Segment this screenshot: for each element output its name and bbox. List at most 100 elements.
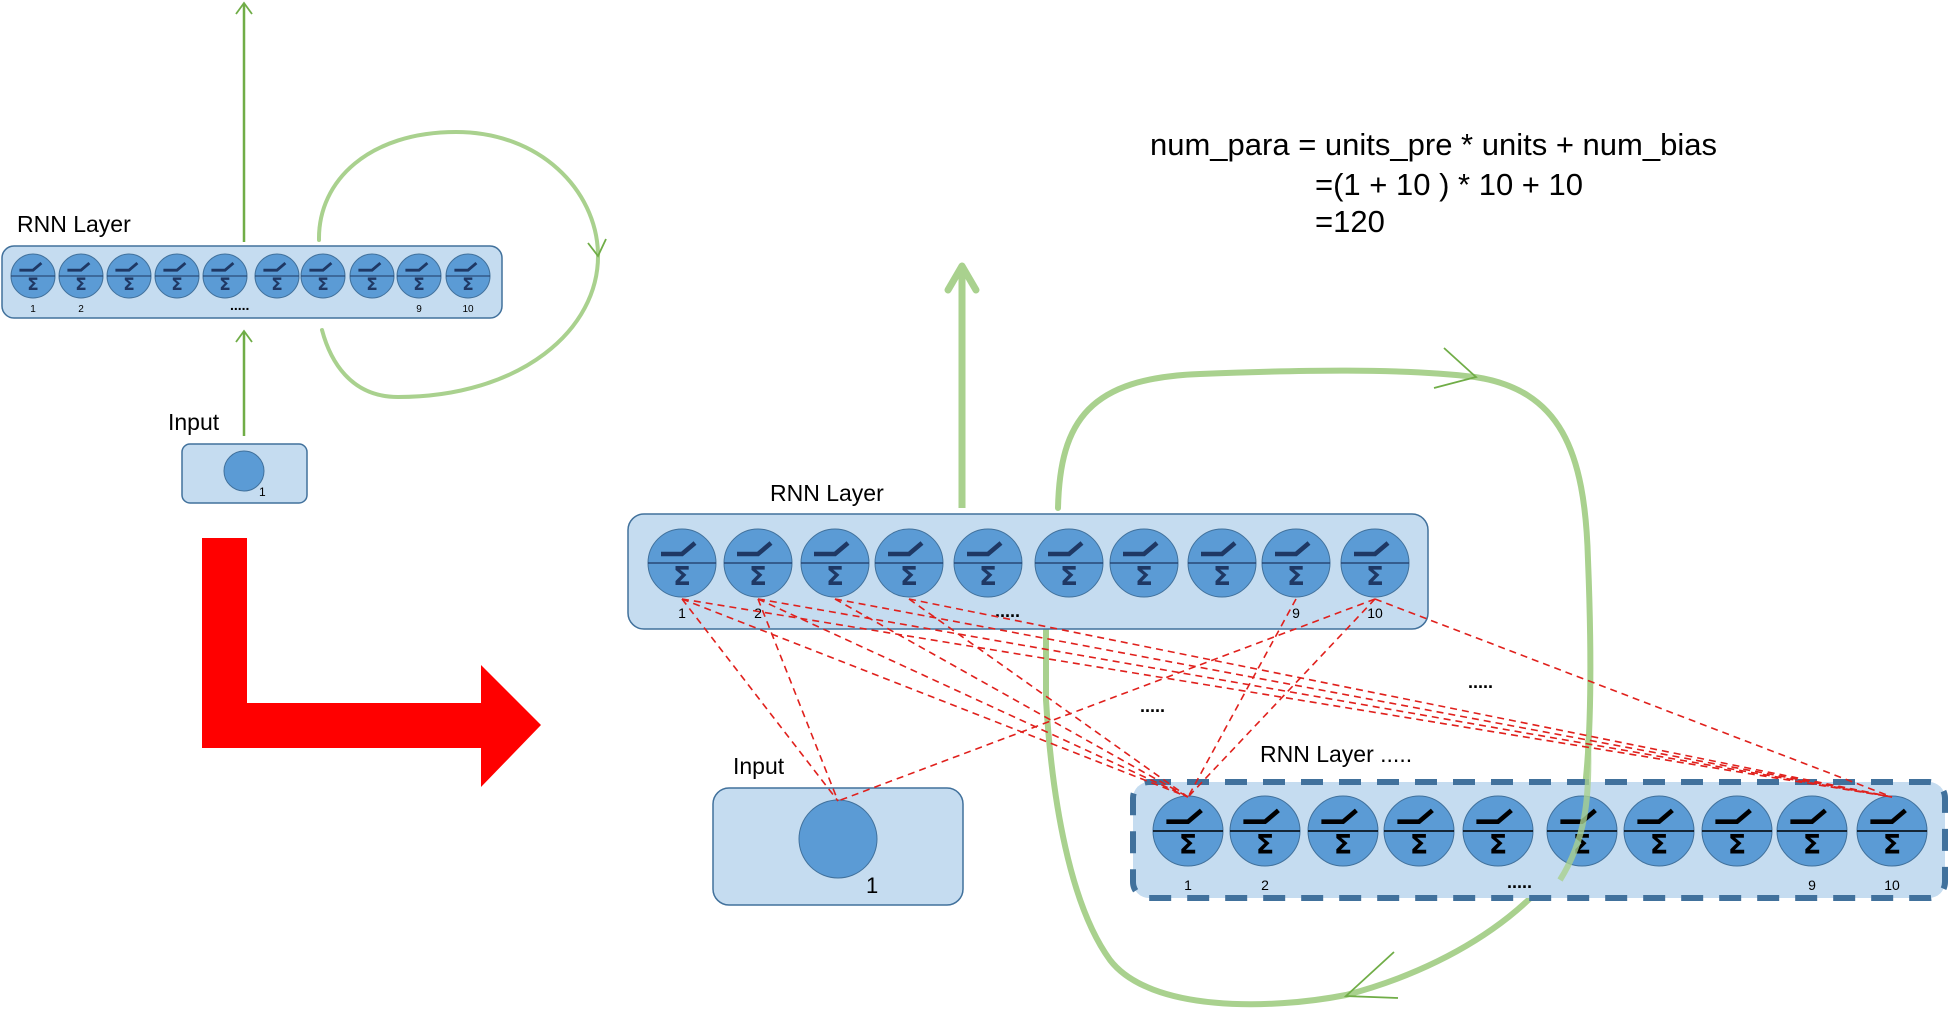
sum-icon: Σ [1287, 562, 1305, 592]
unrolled-input-neuron [798, 799, 878, 879]
neuron-index-label: 9 [416, 304, 422, 315]
neuron-unit-2: Σ2 [58, 253, 104, 315]
weight-link [1374, 598, 1893, 798]
relu-activation-icon [163, 261, 187, 272]
unrolled-input-unit-label: 1 [866, 873, 878, 898]
neuron-index-label: 1 [678, 605, 686, 621]
loop-top-arrowhead-icon [1433, 347, 1478, 389]
neuron-unit-2: Σ2 [1229, 795, 1301, 893]
relu-activation-icon [19, 261, 43, 272]
relu-activation-icon [967, 541, 1003, 557]
neuron-unit-10: Σ 10 [1856, 795, 1928, 893]
relu-activation-icon [1715, 808, 1752, 825]
neuron-unit-5: Σ [953, 528, 1023, 598]
relu-activation-icon [1790, 808, 1827, 825]
sum-icon: Σ [1135, 562, 1153, 592]
unrolled-layer-title: RNN Layer [770, 480, 884, 506]
relu-activation-icon [661, 541, 697, 557]
neuron-unit-8: Σ [1187, 528, 1257, 598]
neuron-index-label: 2 [1261, 877, 1269, 893]
neuron-index-label: 2 [78, 304, 84, 315]
weight-link [681, 598, 1893, 798]
sum-icon: Σ [749, 562, 767, 592]
unrolled-recurrent-loop-arrow [1043, 367, 1594, 1008]
sum-icon: Σ [462, 274, 474, 294]
weight-link [681, 598, 839, 802]
relu-activation-icon [1476, 808, 1513, 825]
neuron-unit-4: Σ [154, 253, 200, 299]
transform-arrow-icon [202, 538, 541, 787]
unrolled-output-arrowhead-icon [944, 262, 980, 294]
neuron-index-label: 1 [1184, 877, 1192, 893]
equation-line-1: num_para = units_pre * units + num_bias [1150, 127, 1717, 162]
recurrent-loop-arrow [316, 129, 601, 400]
input-arrowhead-icon [235, 329, 253, 343]
sum-icon: Σ [317, 274, 329, 294]
sum-icon: Σ [1410, 830, 1428, 861]
sum-icon: Σ [1366, 562, 1384, 592]
loop-bottom-arrowhead-icon [1343, 951, 1399, 999]
compact-ellipsis: ..... [230, 297, 249, 313]
sum-icon: Σ [413, 274, 425, 294]
relu-activation-icon [737, 541, 773, 557]
sum-icon: Σ [1489, 830, 1507, 861]
neuron-unit-4: Σ [874, 528, 944, 598]
neuron-unit-6: Σ [254, 253, 300, 299]
sum-icon: Σ [979, 562, 997, 592]
relu-activation-icon [814, 541, 850, 557]
neuron-unit-2: Σ2 [723, 528, 793, 621]
neuron-unit-8: Σ [349, 253, 395, 299]
sum-icon: Σ [1728, 830, 1746, 861]
unrolled-input-title: Input [733, 753, 785, 779]
relu-activation-icon [358, 261, 382, 272]
output-arrowhead-icon [235, 1, 253, 15]
weight-link [757, 598, 839, 802]
neuron-index-label: 2 [754, 605, 762, 621]
neuron-index-label: 9 [1292, 605, 1300, 621]
between-ellipsis-2: ..... [1468, 672, 1493, 692]
relu-activation-icon [888, 541, 924, 557]
compact-input-neuron [223, 450, 265, 492]
weight-link [908, 598, 1189, 798]
neuron-index-label: 1 [30, 304, 36, 315]
neuron-unit-3: Σ [800, 528, 870, 598]
sum-icon: Σ [27, 274, 39, 294]
compact-layer-title: RNN Layer [17, 211, 131, 237]
sum-icon: Σ [75, 274, 87, 294]
weight-link [1187, 598, 1376, 798]
neuron-unit-10: Σ10 [1340, 528, 1410, 621]
relu-activation-icon [1870, 808, 1907, 825]
sum-icon: Σ [171, 274, 183, 294]
neuron-unit-10: Σ10 [445, 253, 491, 315]
relu-activation-icon [1166, 808, 1203, 825]
relu-activation-icon [1321, 808, 1358, 825]
relu-activation-icon [263, 261, 287, 272]
neuron-unit-1: Σ1 [10, 253, 56, 315]
sum-icon: Σ [219, 274, 231, 294]
relu-activation-icon [67, 261, 91, 272]
relu-activation-icon [211, 261, 235, 272]
sum-icon: Σ [271, 274, 283, 294]
parameter-equation: num_para = units_pre * units + num_bias … [1150, 127, 1717, 239]
relu-activation-icon [1243, 808, 1280, 825]
relu-activation-icon [115, 261, 139, 272]
sum-icon: Σ [1179, 830, 1197, 861]
sum-icon: Σ [900, 562, 918, 592]
neuron-unit-6: Σ [1034, 528, 1104, 598]
neuron-unit-3: Σ [106, 253, 152, 299]
neuron-unit-1: Σ1 [647, 528, 717, 621]
weight-link [834, 598, 1189, 798]
next-ellipsis: ..... [1507, 872, 1532, 892]
neuron-unit-5: Σ [1462, 795, 1534, 867]
neuron-unit-5: Σ [202, 253, 248, 299]
neuron-index-label: 10 [1884, 877, 1900, 893]
compact-input-unit-label: 1 [259, 485, 266, 499]
sum-icon: Σ [1883, 830, 1901, 861]
weight-link [1187, 598, 1297, 798]
neuron-unit-3: Σ [1307, 795, 1379, 867]
sum-icon: Σ [1334, 830, 1352, 861]
sum-icon: Σ [366, 274, 378, 294]
